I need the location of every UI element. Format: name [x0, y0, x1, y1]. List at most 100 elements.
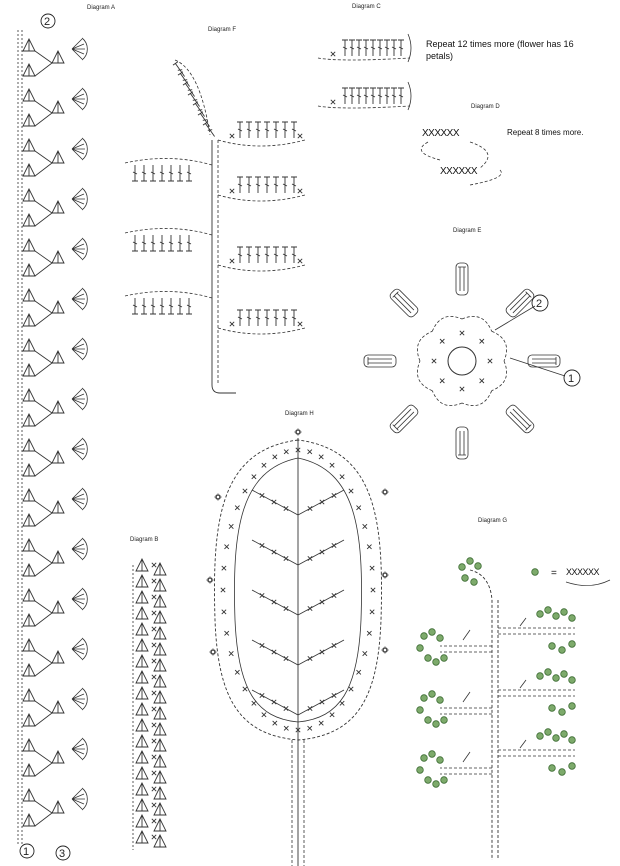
fan-stitch-symbol — [71, 37, 88, 61]
single-crochet-symbol — [297, 133, 303, 139]
triangle-stitch-symbol — [22, 413, 36, 427]
single-crochet-symbol — [307, 605, 313, 612]
bead-icon — [536, 610, 544, 618]
single-crochet-symbol — [221, 609, 227, 615]
bead-icon — [568, 614, 576, 622]
single-crochet-symbol — [297, 258, 303, 264]
single-crochet-symbol — [319, 599, 325, 605]
bead-icon — [428, 750, 436, 758]
double-crochet-symbol — [236, 309, 244, 327]
single-crochet-symbol — [297, 321, 303, 327]
double-crochet-symbol — [236, 121, 244, 139]
triangle-stitch-symbol — [153, 578, 167, 592]
diagram-g-title: Diagram G — [478, 518, 507, 524]
single-crochet-symbol — [329, 462, 335, 468]
triangle-stitch-symbol — [22, 488, 36, 502]
double-crochet-symbol — [140, 234, 148, 252]
triangle-stitch-symbol — [22, 213, 36, 227]
diagram-a-edge-line — [17, 30, 23, 845]
bead-icon — [536, 732, 544, 740]
chain-arc — [417, 330, 433, 362]
diagram-c-note-line1: Repeat 12 times more (flower has 16 — [426, 39, 574, 49]
single-crochet-symbol — [151, 674, 157, 680]
single-crochet-symbol — [151, 722, 157, 728]
double-crochet-symbol — [376, 87, 384, 105]
diagram-e: Diagram E 2 1 — [363, 228, 581, 460]
diagram-f-title: Diagram F — [208, 27, 236, 33]
bead-icon — [432, 720, 440, 728]
chain-arc — [431, 316, 463, 332]
triangle-stitch-symbol — [135, 686, 149, 700]
bead-icon — [420, 694, 428, 702]
triangle-stitch-symbol — [22, 388, 36, 402]
triangle-stitch-symbol — [22, 163, 36, 177]
triangle-stitch-symbol — [135, 718, 149, 732]
double-crochet-symbol — [263, 121, 271, 139]
double-crochet-symbol — [272, 309, 280, 327]
bead-icon — [558, 708, 566, 716]
chain-arc — [317, 57, 411, 61]
diagram-f: Diagram F — [124, 27, 306, 394]
diagram-h-veins — [251, 489, 345, 716]
triangle-stitch-symbol — [51, 200, 65, 214]
chain-loop — [420, 141, 489, 169]
double-crochet-symbol — [341, 39, 349, 57]
petal-symbol — [504, 403, 536, 435]
picot-symbol — [381, 489, 389, 495]
double-crochet-symbol — [390, 87, 398, 105]
triangle-stitch-symbol — [153, 690, 167, 704]
single-crochet-symbol — [318, 720, 324, 726]
fan-stitch-symbol — [71, 137, 88, 161]
single-crochet-symbol — [307, 705, 313, 712]
diagram-d-stitches-bottom: XXXXXX — [440, 166, 478, 177]
connector-line — [34, 500, 53, 527]
chain-arc — [217, 327, 306, 335]
single-crochet-symbol — [151, 802, 157, 808]
diagram-e-petals — [363, 262, 561, 460]
double-crochet-symbol — [281, 176, 289, 194]
bead-icon — [470, 578, 478, 586]
double-crochet-symbol — [254, 309, 262, 327]
single-crochet-symbol — [319, 549, 325, 555]
single-crochet-symbol — [220, 587, 226, 593]
triangle-stitch-symbol — [22, 88, 36, 102]
connector-line — [34, 150, 53, 177]
connector-line — [34, 100, 53, 127]
single-crochet-symbol — [362, 523, 368, 530]
bead-icon — [424, 716, 432, 724]
single-crochet-symbol — [271, 499, 277, 505]
single-crochet-symbol — [151, 610, 157, 616]
bead-icon — [560, 608, 568, 616]
single-crochet-symbol — [487, 358, 493, 364]
single-crochet-symbol — [331, 592, 337, 599]
single-crochet-symbol — [229, 133, 235, 139]
diagram-g: Diagram G = XXXXXX — [416, 518, 611, 860]
branch-chain — [440, 767, 492, 775]
diagram-g-legend: = XXXXXX — [531, 567, 611, 586]
single-crochet-symbol — [151, 738, 157, 744]
double-crochet-symbol — [131, 164, 139, 182]
double-crochet-symbol — [272, 121, 280, 139]
chain-arc — [491, 360, 507, 392]
single-crochet-symbol — [339, 700, 345, 706]
double-crochet-symbol — [369, 87, 377, 105]
single-crochet-symbol — [307, 505, 313, 512]
double-crochet-symbol — [348, 39, 356, 57]
single-crochet-symbol — [339, 474, 345, 480]
single-crochet-symbol — [221, 565, 227, 571]
fan-stitch-symbol — [71, 587, 88, 611]
single-crochet-symbol — [366, 630, 372, 636]
single-crochet-symbol — [234, 669, 240, 675]
single-crochet-symbol — [229, 321, 235, 327]
diagram-e-center-ring — [447, 346, 477, 376]
triangle-stitch-symbol — [51, 800, 65, 814]
single-crochet-symbol — [283, 605, 289, 612]
bead-icon — [440, 654, 448, 662]
triangle-stitch-symbol — [135, 558, 149, 572]
triangle-stitch-symbol — [135, 590, 149, 604]
double-crochet-symbol — [182, 81, 198, 99]
single-crochet-symbol — [356, 505, 362, 511]
double-crochet-symbol — [158, 234, 166, 252]
bead-icon — [416, 706, 424, 714]
